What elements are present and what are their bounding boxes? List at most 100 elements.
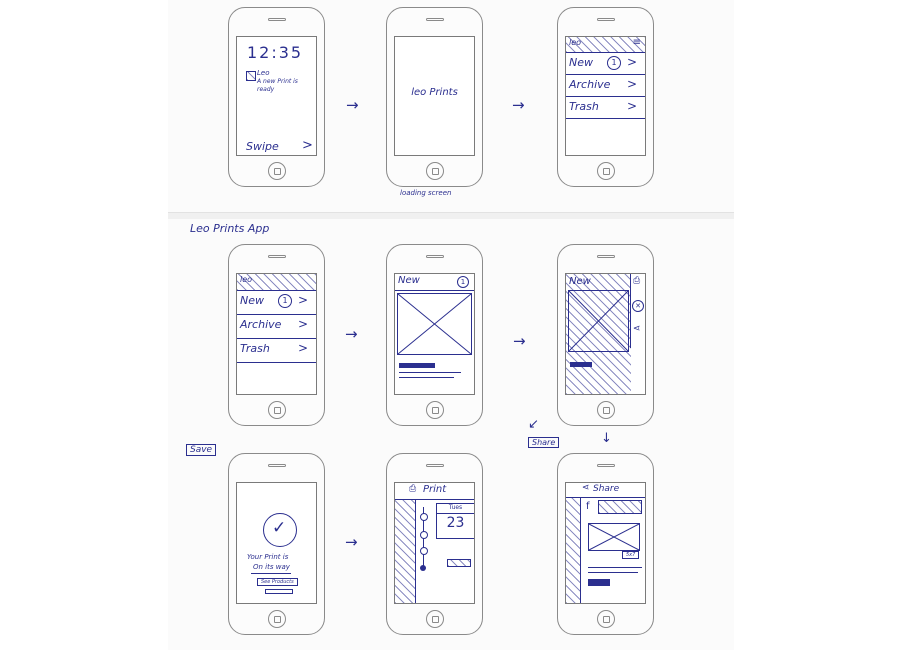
- chevron-right-icon: >: [626, 55, 637, 69]
- phone-speaker: [596, 464, 615, 467]
- confirm-message-2: On its way: [253, 563, 290, 571]
- notification-line-2: ready: [257, 86, 275, 93]
- chevron-right-icon: >: [626, 77, 637, 91]
- flow-arrow-right-icon: →: [346, 96, 359, 114]
- chevron-right-icon: >: [297, 293, 308, 307]
- home-button: [267, 401, 286, 419]
- phone-speaker: [267, 18, 286, 21]
- share-image-placeholder: [588, 523, 640, 551]
- facebook-icon[interactable]: f: [586, 501, 590, 512]
- share-icon[interactable]: ⋖: [633, 324, 641, 334]
- share-header-bar: ⋖ Share: [566, 483, 645, 498]
- home-button: [596, 610, 615, 628]
- menu-header-bar: leo ≡: [566, 37, 645, 53]
- new-display: New 1: [394, 273, 475, 395]
- size-label[interactable]: 5x7: [622, 551, 640, 559]
- flow-arrow-diag-icon: ↙: [528, 417, 539, 432]
- slider-stop[interactable]: [420, 513, 428, 521]
- phone-share-screen: ⋖ Share f 5x7: [557, 453, 654, 635]
- loading-screen-caption: loading screen: [400, 189, 452, 197]
- chevron-right-icon: >: [626, 99, 637, 113]
- notification-name: Leo: [257, 69, 270, 77]
- menu-item-trash[interactable]: Trash >: [237, 338, 316, 363]
- action-sidebar: ⎙ ✕ ⋖: [630, 274, 645, 348]
- section-title: Leo Prints App: [190, 222, 270, 235]
- chevron-right-icon: >: [297, 341, 308, 355]
- menu-hamburger-icon[interactable]: ≡: [632, 37, 641, 48]
- print-image-placeholder: [568, 290, 629, 352]
- home-button: [596, 162, 615, 180]
- menu-item-archive[interactable]: Archive >: [237, 314, 316, 339]
- menu-item-label: Archive: [569, 78, 611, 91]
- phone-speaker: [596, 255, 615, 258]
- print-button[interactable]: [447, 559, 471, 567]
- menu-item-archive[interactable]: Archive >: [566, 74, 645, 97]
- menu-badge: 1: [278, 294, 292, 308]
- notification-line-1: A new Print is: [257, 78, 298, 85]
- see-products-button[interactable]: See Products: [257, 578, 298, 586]
- new-header-bar: New 1: [395, 274, 474, 291]
- save-caption: Save: [186, 444, 217, 456]
- menu-item-trash[interactable]: Trash >: [566, 96, 645, 119]
- print-header-bar: ⎙ Print: [395, 483, 474, 500]
- app-icon: [246, 71, 256, 81]
- slider-stop[interactable]: [420, 531, 428, 539]
- menu-header-title: leo: [569, 38, 582, 47]
- phone-speaker: [596, 18, 615, 21]
- lock-time: 12:35: [247, 43, 304, 62]
- secondary-button[interactable]: [265, 589, 293, 594]
- flow-arrow-right-icon: →: [345, 533, 358, 551]
- printer-icon[interactable]: ⎙: [633, 276, 641, 286]
- slider-stop[interactable]: [420, 547, 428, 555]
- home-button: [267, 610, 286, 628]
- phone-menu-screen-2: leo New 1 > Archive > Trash >: [228, 244, 325, 426]
- confirm-message-1: Your Print is: [247, 553, 289, 561]
- phone-speaker: [267, 464, 286, 467]
- swipe-label[interactable]: Swipe: [246, 140, 279, 153]
- menu-item-label: Trash: [240, 342, 270, 355]
- menu-item-label: Archive: [240, 318, 282, 331]
- menu-item-label: New: [240, 294, 264, 307]
- splash-brand: leo Prints: [411, 87, 458, 98]
- phone-speaker: [425, 255, 444, 258]
- underline: [251, 573, 291, 574]
- print-title-block: [399, 363, 435, 368]
- new-badge: 1: [457, 276, 469, 288]
- date-day: Tues: [437, 504, 474, 514]
- checkmark-circle-icon: ✓: [263, 513, 297, 547]
- flow-arrow-right-icon: →: [345, 325, 358, 343]
- swipe-chevron-icon[interactable]: >: [302, 138, 313, 153]
- home-button: [425, 610, 444, 628]
- phone-speaker: [425, 464, 444, 467]
- menu-item-new[interactable]: New 1 >: [237, 290, 316, 315]
- share-options-row[interactable]: [598, 500, 642, 514]
- overlay-display: New ⎙ ✕ ⋖: [565, 273, 646, 395]
- slider-thumb[interactable]: [420, 565, 426, 571]
- menu-badge: 1: [607, 56, 621, 70]
- share-icon: ⋖: [582, 483, 590, 493]
- menu-item-new[interactable]: New 1 >: [566, 52, 645, 75]
- date-picker[interactable]: Tues 23: [436, 503, 474, 539]
- phone-menu-screen: leo ≡ New 1 > Archive > Trash >: [557, 7, 654, 187]
- flow-arrow-down-icon: ↓: [601, 431, 612, 446]
- share-display: ⋖ Share f 5x7: [565, 482, 646, 604]
- home-button: [425, 401, 444, 419]
- flow-arrow-right-icon: →: [512, 96, 525, 114]
- menu-header-title: leo: [240, 275, 253, 284]
- menu-display: leo ≡ New 1 > Archive > Trash >: [565, 36, 646, 156]
- sheet-divider: [168, 212, 734, 219]
- home-button: [425, 162, 444, 180]
- menu-item-label: Trash: [569, 100, 599, 113]
- date-number: 23: [446, 515, 465, 531]
- share-button[interactable]: [588, 579, 610, 586]
- phone-splash-screen: leo Prints: [386, 7, 483, 187]
- confirm-display: ✓ Your Print is On its way See Products: [236, 482, 317, 604]
- delete-icon[interactable]: ✕: [632, 300, 644, 312]
- phone-speaker: [267, 255, 286, 258]
- splash-display: leo Prints: [394, 36, 475, 156]
- print-title: Print: [423, 484, 447, 495]
- lock-screen-display: 12:35 Leo A new Print is ready Swipe >: [236, 36, 317, 156]
- new-title: New: [398, 275, 420, 286]
- phone-new-screen: New 1: [386, 244, 483, 426]
- print-image-placeholder[interactable]: [397, 293, 472, 355]
